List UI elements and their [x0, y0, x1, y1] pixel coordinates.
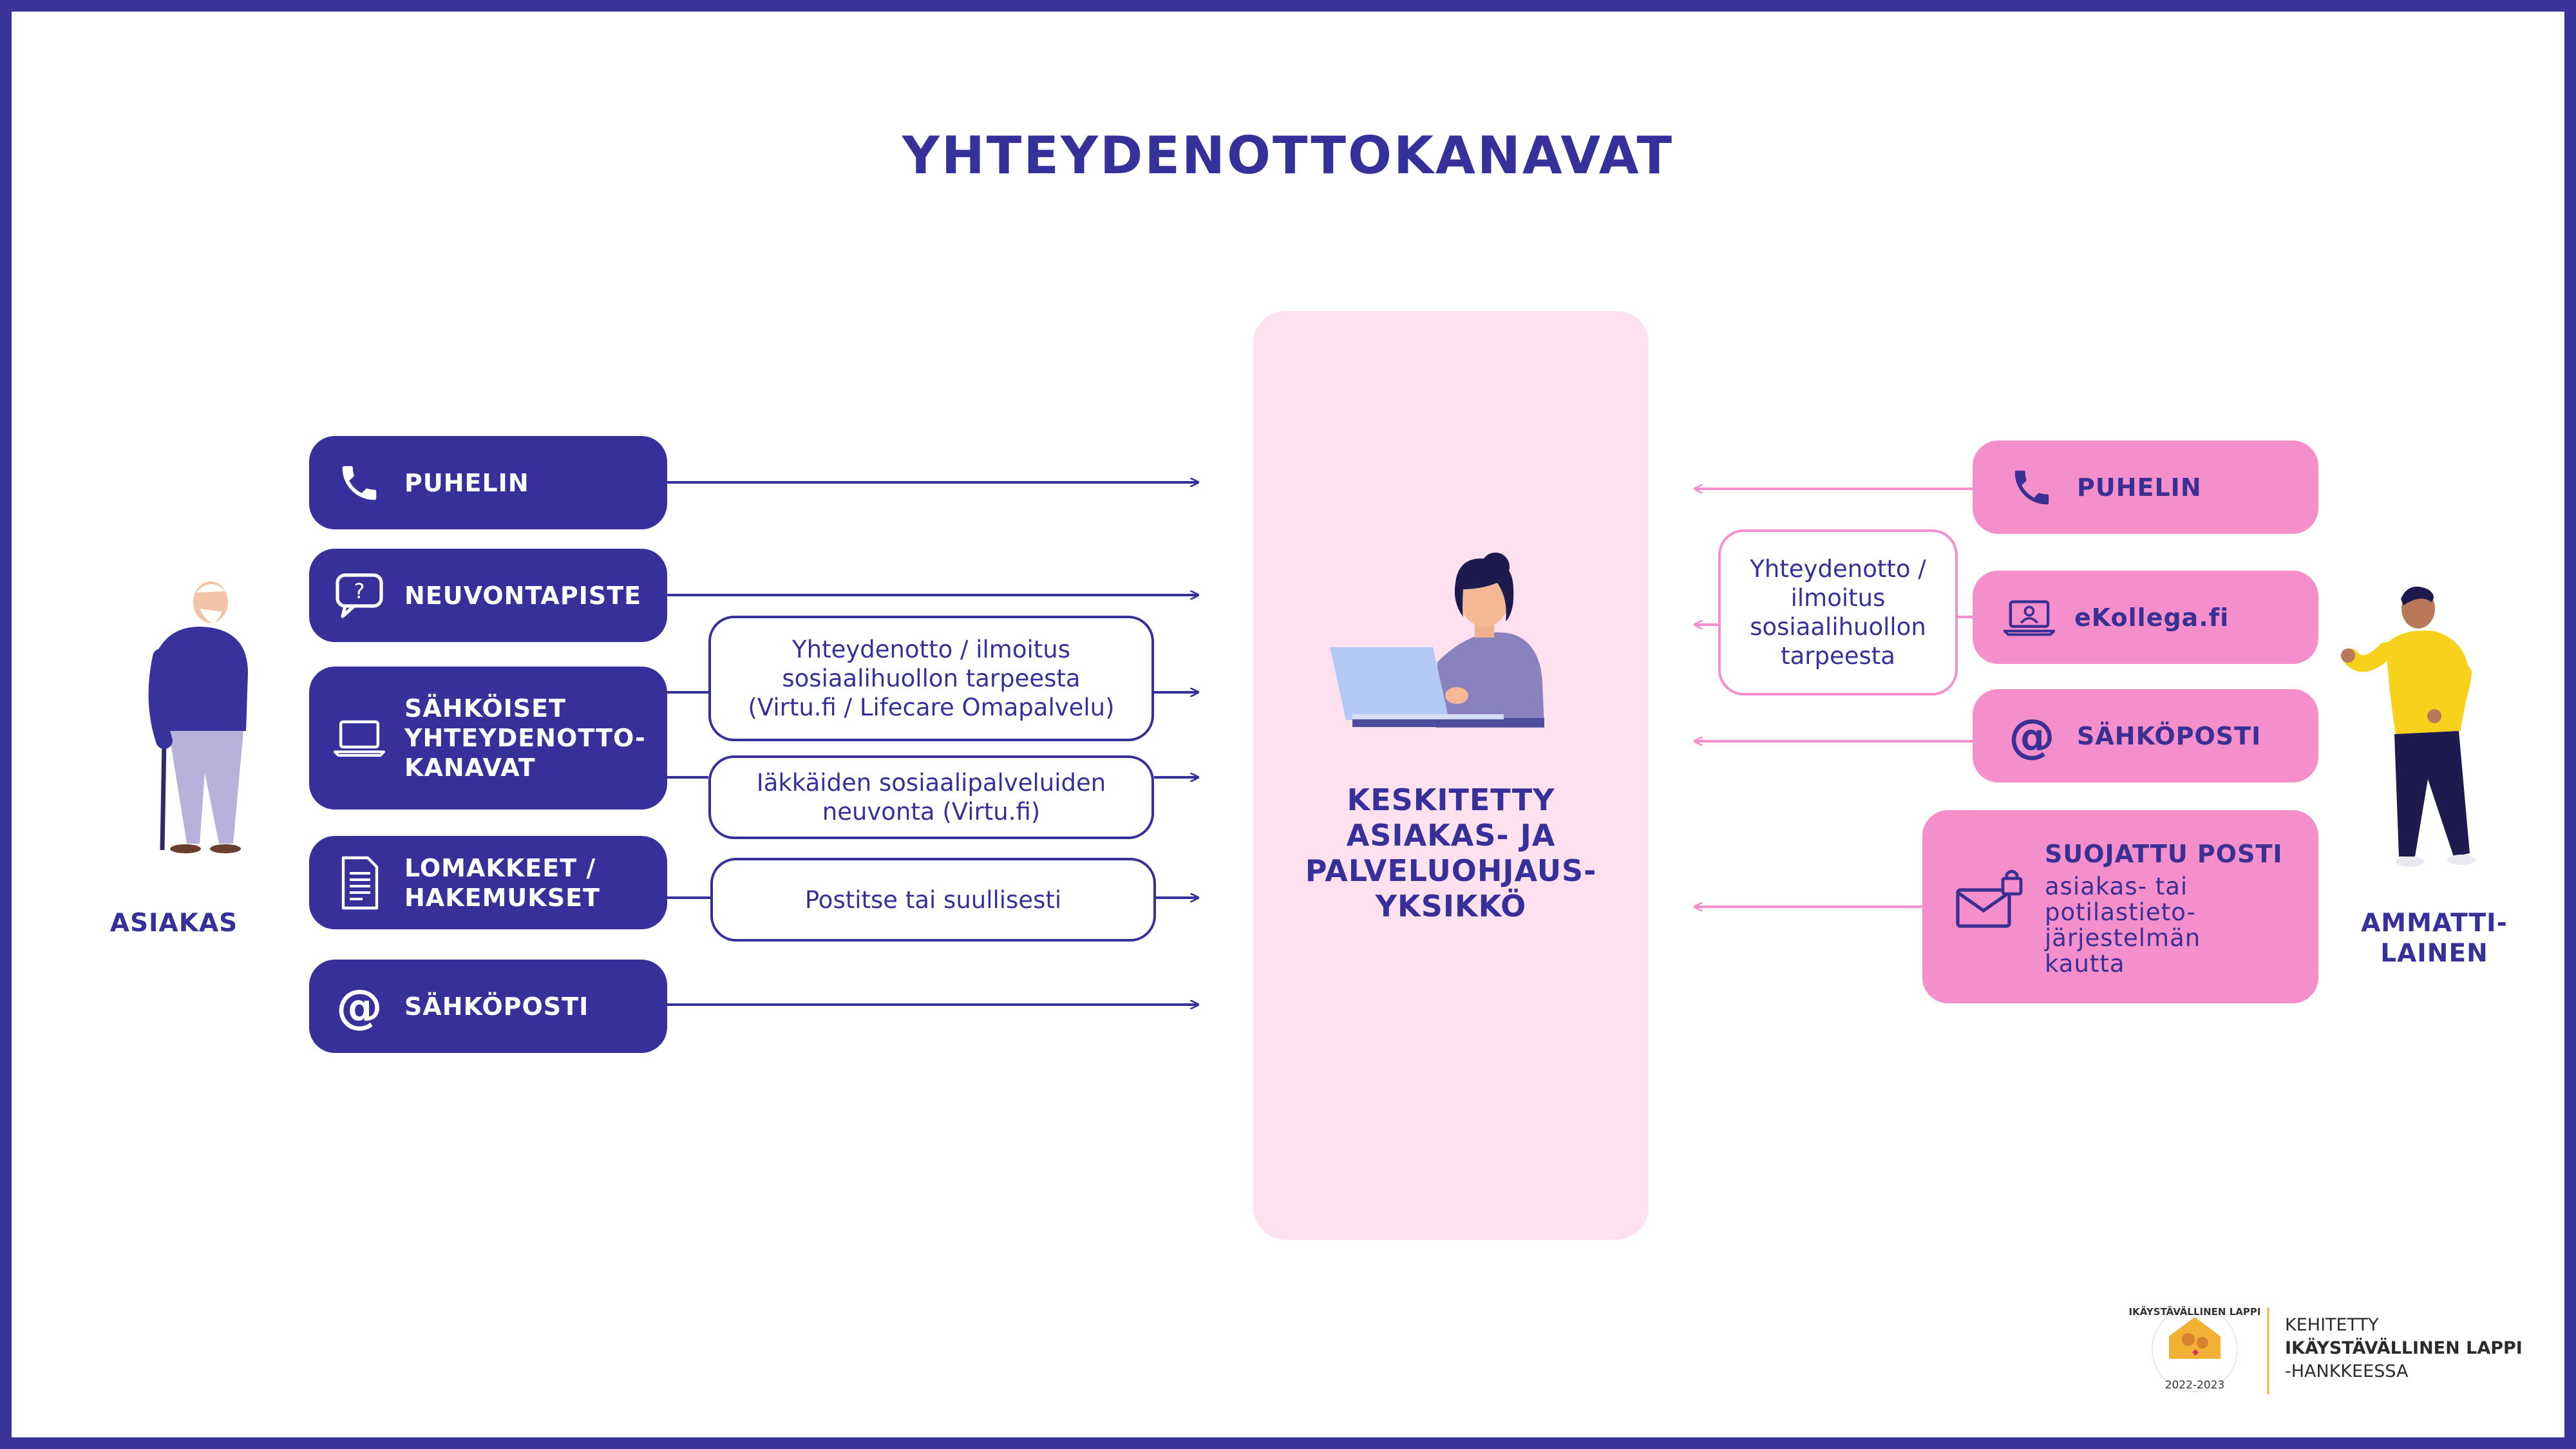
right-channel-ekollega[interactable]: eKollega.fi	[1973, 571, 2318, 664]
left-note-elderly-advice-text: Iäkkäiden sosiaalipalveluiden neuvonta (…	[756, 769, 1106, 826]
question-bubble-icon: ?	[334, 570, 385, 621]
center-unit-label: KESKITETTY ASIAKAS- JA PALVELUOHJAUS- YK…	[1305, 782, 1597, 923]
professional-label: AMMATTI- LAINEN	[2361, 909, 2508, 968]
left-channel-forms[interactable]: LOMAKKEET / HAKEMUKSET	[309, 836, 667, 929]
laptop-user-icon	[2003, 592, 2055, 643]
customer-label: ASIAKAS	[109, 909, 238, 938]
left-channel-phone-label: PUHELIN	[404, 468, 529, 497]
right-channel-email[interactable]: @ SÄHKÖPOSTI	[1973, 689, 2318, 782]
footer-credit: KEHITETTY IKÄYSTÄVÄLLINEN LAPPI -HANKKEE…	[2285, 1314, 2523, 1383]
footer-line3: -HANKKEESSA	[2285, 1361, 2409, 1381]
left-channel-forms-label: LOMAKKEET / HAKEMUKSET	[404, 853, 600, 912]
left-note-contact-notice-text: Yhteydenotto / ilmoitus sosiaalihuollon …	[748, 636, 1115, 721]
page-title: YHTEYDENOTTOKANAVAT	[902, 126, 1674, 185]
left-note-elderly-advice: Iäkkäiden sosiaalipalveluiden neuvonta (…	[708, 755, 1154, 839]
at-icon: @	[336, 979, 383, 1034]
svg-text:?: ?	[354, 579, 365, 603]
at-icon: @	[2009, 708, 2055, 763]
right-channel-email-label: SÄHKÖPOSTI	[2077, 721, 2262, 750]
right-channel-ekollega-label: eKollega.fi	[2074, 603, 2230, 632]
left-channel-email[interactable]: @ SÄHKÖPOSTI	[309, 960, 667, 1053]
phone-icon	[2006, 462, 2058, 513]
left-channel-electronic-label: SÄHKÖISET YHTEYDENOTTO- KANAVAT	[404, 694, 646, 782]
left-note-contact-notice: Yhteydenotto / ilmoitus sosiaalihuollon …	[708, 616, 1154, 741]
left-channel-phone[interactable]: PUHELIN	[309, 436, 667, 529]
secure-mail-title: SUOJATTU POSTI	[2045, 840, 2283, 868]
left-channel-info-point-label: NEUVONTAPISTE	[404, 581, 642, 610]
right-note-contact-notice: Yhteydenotto / ilmoitus sosiaalihuollon …	[1718, 529, 1958, 696]
right-channel-secure-mail[interactable]: SUOJATTU POSTI asiakas- tai potilastieto…	[1922, 810, 2318, 1003]
center-panel	[1253, 311, 1649, 1240]
footer-line2: IKÄYSTÄVÄLLINEN LAPPI	[2285, 1338, 2523, 1358]
footer-line1: KEHITETTY	[2285, 1315, 2379, 1335]
right-channel-phone[interactable]: PUHELIN	[1973, 440, 2318, 534]
left-channel-electronic[interactable]: SÄHKÖISET YHTEYDENOTTO- KANAVAT	[309, 667, 667, 810]
document-icon	[334, 856, 385, 909]
right-note-contact-notice-text: Yhteydenotto / ilmoitus sosiaalihuollon …	[1750, 555, 1926, 670]
left-note-by-mail-text: Postitse tai suullisesti	[804, 886, 1062, 914]
left-note-by-mail: Postitse tai suullisesti	[710, 858, 1156, 942]
locked-envelope-icon	[1955, 865, 2025, 936]
left-channel-email-label: SÄHKÖPOSTI	[404, 992, 589, 1021]
phone-icon	[334, 457, 385, 509]
laptop-icon	[334, 712, 385, 764]
right-channel-phone-label: PUHELIN	[2077, 473, 2202, 502]
left-channel-info-point[interactable]: ? NEUVONTAPISTE	[309, 549, 667, 642]
secure-mail-text: asiakas- tai potilastieto- järjestelmän …	[2045, 873, 2201, 978]
